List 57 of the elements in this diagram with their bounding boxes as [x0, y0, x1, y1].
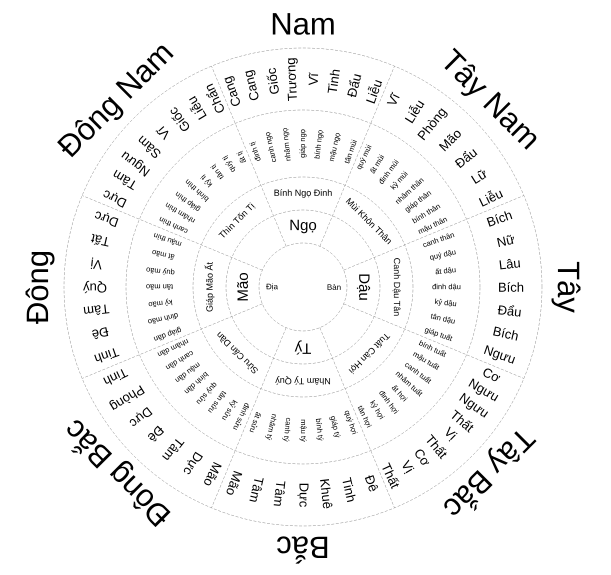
- star-label: Đê: [364, 475, 378, 492]
- star-label: Vị: [90, 258, 102, 270]
- direction-label: Đông: [26, 252, 54, 324]
- star-label: Đẩu: [454, 149, 478, 168]
- star-label: Dực: [103, 190, 127, 208]
- star-label: Khuê: [320, 479, 332, 508]
- star-label: Vĩ: [386, 92, 400, 104]
- branch-label: Dậu: [356, 274, 370, 300]
- star-label: Cang: [224, 76, 240, 106]
- star-label: Giốc: [266, 68, 279, 94]
- star-label: Đẩu: [347, 74, 362, 97]
- star-label: Tinh: [342, 477, 356, 502]
- star-label: Tất: [90, 234, 108, 247]
- star-label: Lâu: [500, 258, 520, 270]
- star-label: Thất: [382, 462, 400, 490]
- star-label: Tâm: [274, 481, 286, 506]
- branch-label: Tý: [294, 340, 311, 355]
- star-label: Vị: [402, 460, 414, 474]
- star-label: Cang: [245, 70, 258, 100]
- star-label: Đê: [92, 327, 108, 340]
- star-label: Đẩu: [498, 305, 521, 317]
- star-label: Ngưu: [484, 345, 516, 364]
- trigram-label: Nhâm Tý Quý: [275, 376, 330, 385]
- branch-label: Mão: [237, 273, 248, 300]
- star-label: Bích: [493, 326, 518, 341]
- star-label: Trương: [288, 58, 298, 101]
- star-label: Vĩ: [308, 72, 318, 86]
- star-label: Liễu: [478, 190, 504, 207]
- star-label: Bích: [499, 282, 524, 292]
- trigram-label: Canh Dậu Tân: [392, 258, 400, 316]
- star-label: Dực: [298, 484, 308, 507]
- trigram-label: Bính Ngọ Đinh: [274, 189, 332, 198]
- star-label: Quý: [83, 280, 106, 294]
- star-label: Tâm: [162, 439, 185, 460]
- star-label: Dực: [94, 212, 118, 228]
- star-label: Mão: [204, 462, 222, 486]
- star-label: Tâm: [84, 304, 110, 315]
- trigram-label: Thìn Tốn Tị: [218, 202, 256, 238]
- star-label: Nữ: [497, 234, 514, 247]
- star-label: Đê: [148, 426, 164, 442]
- star-label: Liễu: [366, 80, 382, 104]
- star-label: Tinh: [94, 348, 120, 363]
- trigram-label: Giáp Mão Ất: [204, 262, 214, 312]
- star-label: Tâm: [249, 478, 264, 502]
- star-label: Chẩn: [206, 83, 224, 113]
- center-label: Bàn: [328, 284, 341, 290]
- star-label: Tinh: [103, 369, 128, 385]
- star-label: Bích: [486, 211, 512, 227]
- direction-label: Bắc: [277, 536, 328, 564]
- star-label: Lữ: [470, 170, 486, 184]
- star-label: Tinh: [328, 70, 340, 93]
- direction-label: Nam: [272, 13, 334, 35]
- branch-label: Ngọ: [290, 220, 316, 234]
- direction-label: Tây: [552, 262, 580, 313]
- center-label: Địa: [266, 283, 278, 290]
- star-label: Cơ: [415, 450, 430, 465]
- star-label: Mão: [226, 470, 242, 495]
